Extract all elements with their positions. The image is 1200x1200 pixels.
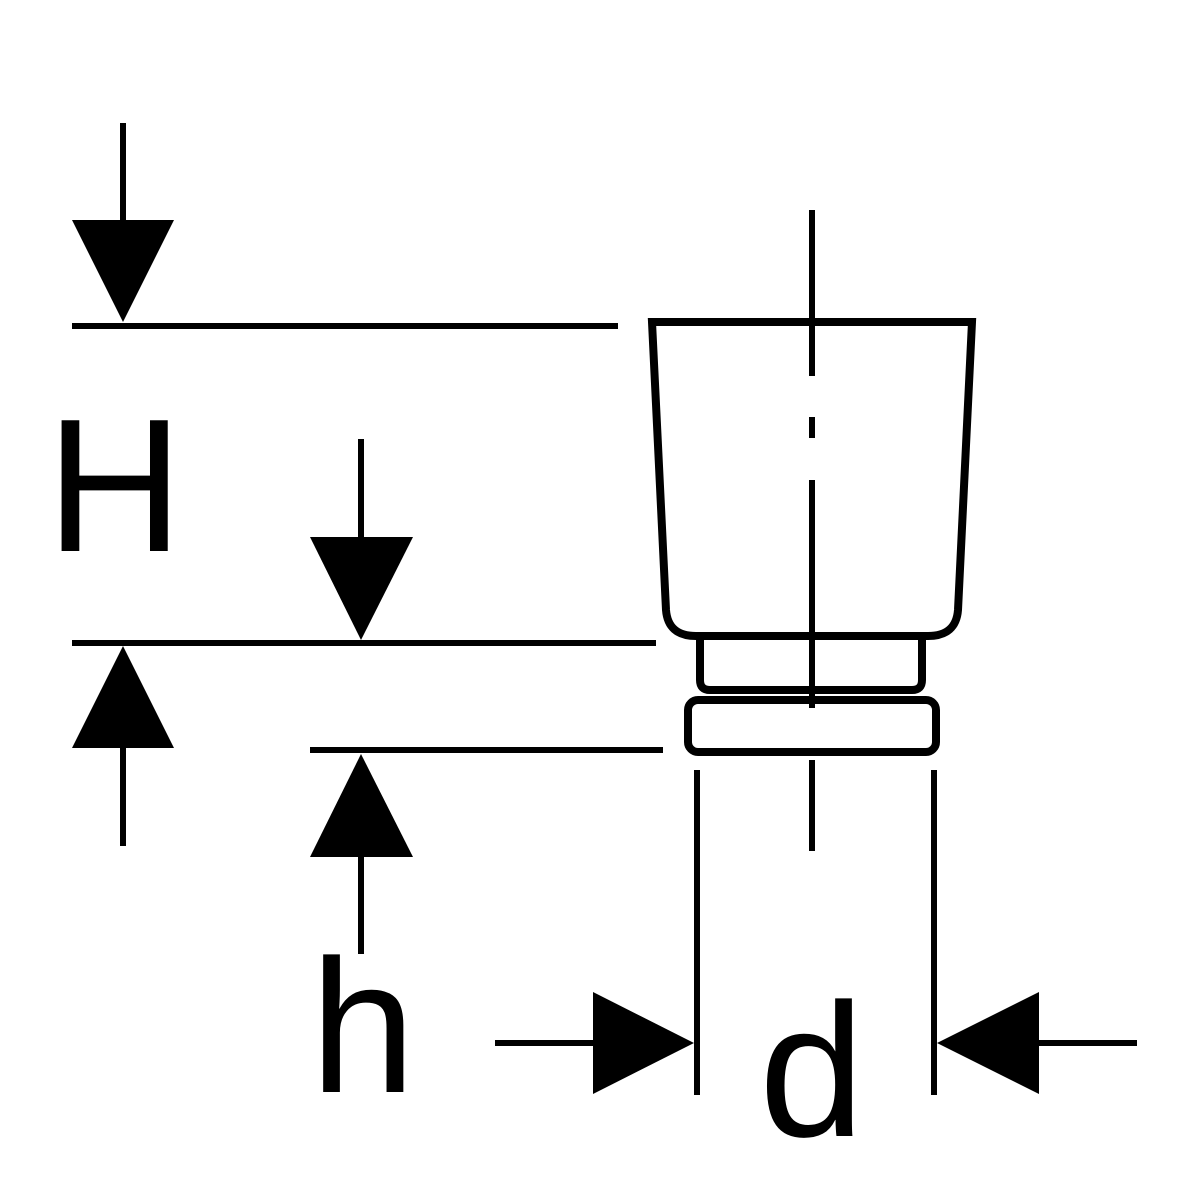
d-arrowhead-left xyxy=(593,992,694,1094)
label-H: H xyxy=(46,380,183,592)
label-h: h xyxy=(310,921,416,1133)
h-total-arrowhead-top xyxy=(72,220,174,322)
d-arrowhead-right xyxy=(937,992,1039,1094)
h-lower-arrowhead-bottom xyxy=(310,754,413,857)
h-total-arrowhead-bottom xyxy=(72,646,174,748)
h-lower-arrowhead-top xyxy=(310,537,413,640)
label-d: d xyxy=(759,965,865,1177)
part-cap-outline xyxy=(647,318,977,640)
